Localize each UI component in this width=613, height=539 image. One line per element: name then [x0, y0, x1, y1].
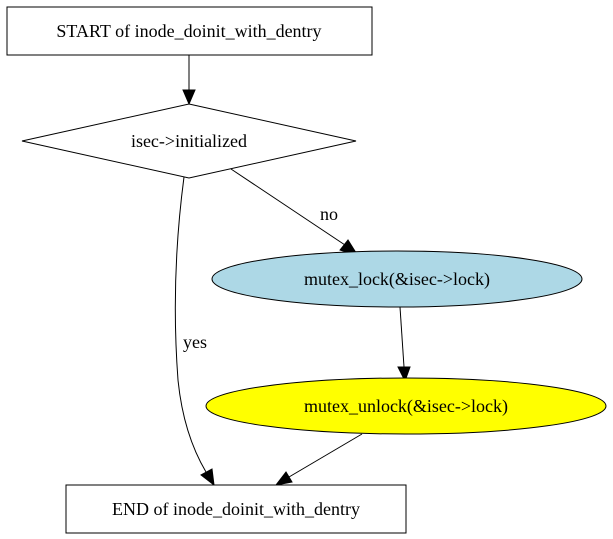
start-box — [6, 6, 373, 56]
edge-cond-to-end: yes — [174, 176, 215, 487]
arrowhead — [274, 471, 293, 486]
edge-line — [288, 433, 363, 478]
arrowhead — [200, 468, 215, 487]
edge-line — [230, 168, 346, 246]
node-mutex-unlock: mutex_unlock(&isec->lock) — [205, 377, 607, 435]
condition-diamond — [21, 103, 357, 179]
edge-unlock-to-end — [274, 433, 363, 486]
edge-line — [399, 306, 405, 368]
end-label: END of inode_doinit_with_dentry — [112, 499, 360, 519]
condition-label: isec->initialized — [131, 131, 247, 151]
mutex-unlock-label: mutex_unlock(&isec->lock) — [304, 396, 508, 417]
node-condition: isec->initialized — [21, 103, 357, 179]
node-end: END of inode_doinit_with_dentry — [65, 484, 407, 534]
start-label: START of inode_doinit_with_dentry — [56, 21, 321, 41]
edge-cond-to-lock: no — [230, 168, 360, 257]
node-mutex-lock: mutex_lock(&isec->lock) — [211, 250, 583, 308]
edge-label-yes: yes — [183, 332, 207, 352]
edge-label-no: no — [320, 204, 338, 224]
mutex-lock-label: mutex_lock(&isec->lock) — [304, 269, 490, 290]
mutex-lock-ellipse — [211, 250, 583, 308]
end-box — [65, 484, 407, 534]
edge-line — [174, 176, 207, 473]
arrowhead — [397, 366, 411, 383]
edge-lock-to-unlock — [397, 306, 411, 383]
node-start: START of inode_doinit_with_dentry — [6, 6, 373, 56]
mutex-unlock-ellipse — [205, 377, 607, 435]
edge-start-to-cond — [182, 55, 196, 106]
arrowhead — [182, 89, 196, 106]
